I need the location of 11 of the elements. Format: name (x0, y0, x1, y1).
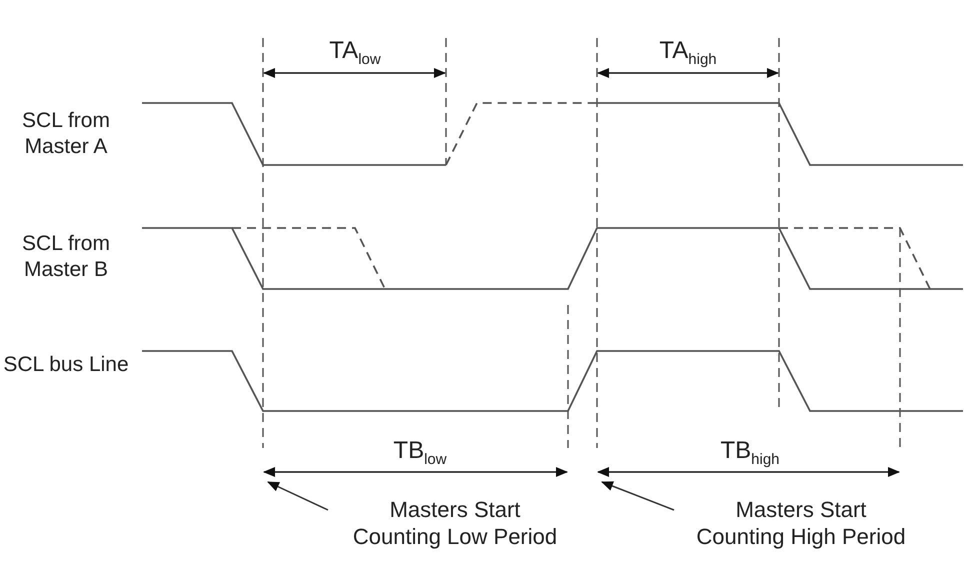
dimension-label: TA$_{low}$ (328, 38, 382, 70)
annotation-text: Masters Start Counting Low Period (328, 496, 582, 550)
arrow (267, 481, 328, 511)
dimension-label: TB$_{high}$ (719, 438, 781, 470)
signal-name: SCL from Master A (21, 108, 111, 160)
signal-name: SCL from Master B (21, 231, 111, 283)
dimension-label: TB$_{low}$ (392, 438, 448, 470)
annotation-text: Masters Start Counting High Period (674, 496, 928, 550)
signal-name: SCL bus Line (2, 352, 130, 378)
dimension-label: TA$_{high}$ (658, 38, 718, 70)
arrow (601, 481, 674, 511)
